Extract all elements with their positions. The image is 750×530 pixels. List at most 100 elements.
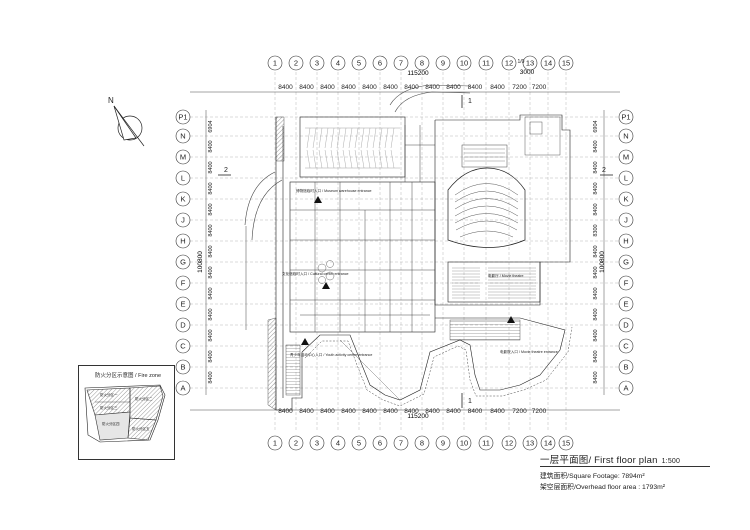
dim-right-0: 6904 — [593, 120, 599, 132]
dim-left-0: 6904 — [208, 120, 214, 132]
dim-left-9: 8400 — [208, 308, 214, 320]
col-top-label-3: 3 — [315, 59, 319, 68]
fire-zone-5: 防火分区五 — [132, 426, 150, 431]
col-bottom-bubble-9 — [435, 435, 451, 451]
col-top-bubble-8 — [414, 55, 430, 71]
parking-stall-bottom — [318, 149, 323, 169]
row-right-bubble-F — [618, 275, 634, 291]
row-left-bubble-E — [175, 296, 191, 312]
dim-right-3: 8400 — [593, 182, 599, 194]
parking-stall-top — [306, 127, 311, 149]
dim-left-1: 8400 — [208, 140, 214, 152]
section-marks: 1 1 2 2 — [218, 95, 613, 408]
col-top-bubble-11 — [478, 55, 494, 71]
row-left-bubble-F — [175, 275, 191, 291]
dim-top-1: 8400 — [299, 84, 314, 91]
col-bottom-label-2: 2 — [294, 439, 298, 448]
col-top-bubble-9 — [435, 55, 451, 71]
parking-stall-bottom — [378, 149, 383, 169]
col-bottom-label-14: 14 — [544, 439, 552, 448]
col-bottom-bubble-4 — [330, 435, 346, 451]
row-left-label-L: L — [181, 174, 185, 183]
col-bottom-label-6: 6 — [378, 439, 382, 448]
dim-top-8: 8400 — [446, 84, 461, 91]
col-bottom-bubble-5 — [351, 435, 367, 451]
dim-left-6: 8400 — [208, 245, 214, 257]
cultural-entrance-label: 文化馆临时入口 / Cultural center entrance — [282, 271, 349, 276]
fire-zone-1: 防火分区一 — [100, 392, 118, 397]
col-top-bubble-3 — [309, 55, 325, 71]
col-bottom-bubble-12 — [501, 435, 517, 451]
youth-entrance-label: 青少年活动中心入口 / Youth activity center entran… — [290, 352, 372, 357]
row-right-label-A: A — [623, 384, 628, 393]
parking-stall-bottom — [384, 149, 389, 169]
dim-right-8: 8400 — [593, 287, 599, 299]
row-right-bubble-C — [618, 338, 634, 354]
plan-title: 一层平面图/ First floor plan — [540, 455, 658, 466]
col-top-label-12: 12 — [505, 59, 513, 68]
col-top-bubble-14 — [540, 55, 556, 71]
dim-left-12: 8400 — [208, 371, 214, 383]
row-left-bubble-J — [175, 212, 191, 228]
row-left-label-F: F — [181, 279, 186, 288]
dim-bottom-7: 8400 — [425, 408, 440, 415]
col-top-label-10: 10 — [460, 59, 468, 68]
col-bottom-label-9: 9 — [441, 439, 445, 448]
dim-top-9: 8400 — [468, 84, 483, 91]
col-bottom-bubble-7 — [393, 435, 409, 451]
parking-stall-bottom — [330, 149, 335, 169]
dim-top-6: 8400 — [404, 84, 419, 91]
dim-top-10: 8400 — [490, 84, 505, 91]
row-left-label-D: D — [180, 321, 186, 330]
overhead-area: 架空层面积/Overhead floor area : 1793m² — [540, 484, 666, 491]
col-top-bubble-6 — [372, 55, 388, 71]
overall-height-left: 100800 — [197, 251, 204, 273]
dim-bottom-2: 8400 — [320, 408, 335, 415]
dim-right-1: 8400 — [593, 140, 599, 152]
col-bottom-label-13: 13 — [526, 439, 534, 448]
parking-stall-top — [336, 127, 341, 149]
top-sub-dimension: 3000 — [520, 69, 535, 76]
parking-stall-top — [366, 127, 371, 149]
col-bottom-label-5: 5 — [357, 439, 361, 448]
col-top-label-4: 4 — [336, 59, 340, 68]
col-bottom-label-3: 3 — [315, 439, 319, 448]
overall-width-bottom: 115200 — [407, 413, 429, 420]
dim-left-5: 8400 — [208, 224, 214, 236]
parking-stall-top — [330, 127, 335, 149]
row-right-label-J: J — [624, 216, 628, 225]
dim-top-4: 8400 — [362, 84, 377, 91]
col-bottom-bubble-8 — [414, 435, 430, 451]
row-right-label-P1: P1 — [621, 113, 630, 122]
row-right-label-D: D — [623, 321, 629, 330]
dim-right-12: 8400 — [593, 371, 599, 383]
row-left-label-E: E — [180, 300, 185, 309]
col-top-label-14: 14 — [544, 59, 552, 68]
square-footage: 建筑面积/Square Footage: 7894m² — [540, 473, 645, 480]
col-top-bubble-15 — [558, 55, 574, 71]
row-right-label-C: C — [623, 342, 629, 351]
col-top-label-5: 5 — [357, 59, 361, 68]
row-right-bubble-H — [618, 233, 634, 249]
dim-bottom-3: 8400 — [341, 408, 356, 415]
row-right-label-G: G — [623, 258, 629, 267]
row-right-bubble-J — [618, 212, 634, 228]
dim-bottom-0: 8400 — [278, 408, 293, 415]
dim-bottom-12: 7200 — [532, 408, 547, 415]
fire-zone-labels: 防火分区一 防火分区二 防火分区三 防火分区四 防火分区五 — [100, 392, 153, 431]
parking-stall-top — [342, 127, 347, 149]
title-underline — [540, 466, 710, 467]
dim-bottom-5: 8400 — [383, 408, 398, 415]
col-top-bubble-13 — [522, 55, 538, 71]
overall-height-right: 100800 — [599, 251, 606, 273]
fire-zone-diagram — [84, 384, 166, 443]
row-right-bubble-M — [618, 149, 634, 165]
row-right-bubble-L — [618, 170, 634, 186]
section-mark-1-top: 1 — [468, 98, 472, 105]
col-bottom-bubble-2 — [288, 435, 304, 451]
dim-right-11: 8400 — [593, 350, 599, 362]
col-top-label-9: 9 — [441, 59, 445, 68]
